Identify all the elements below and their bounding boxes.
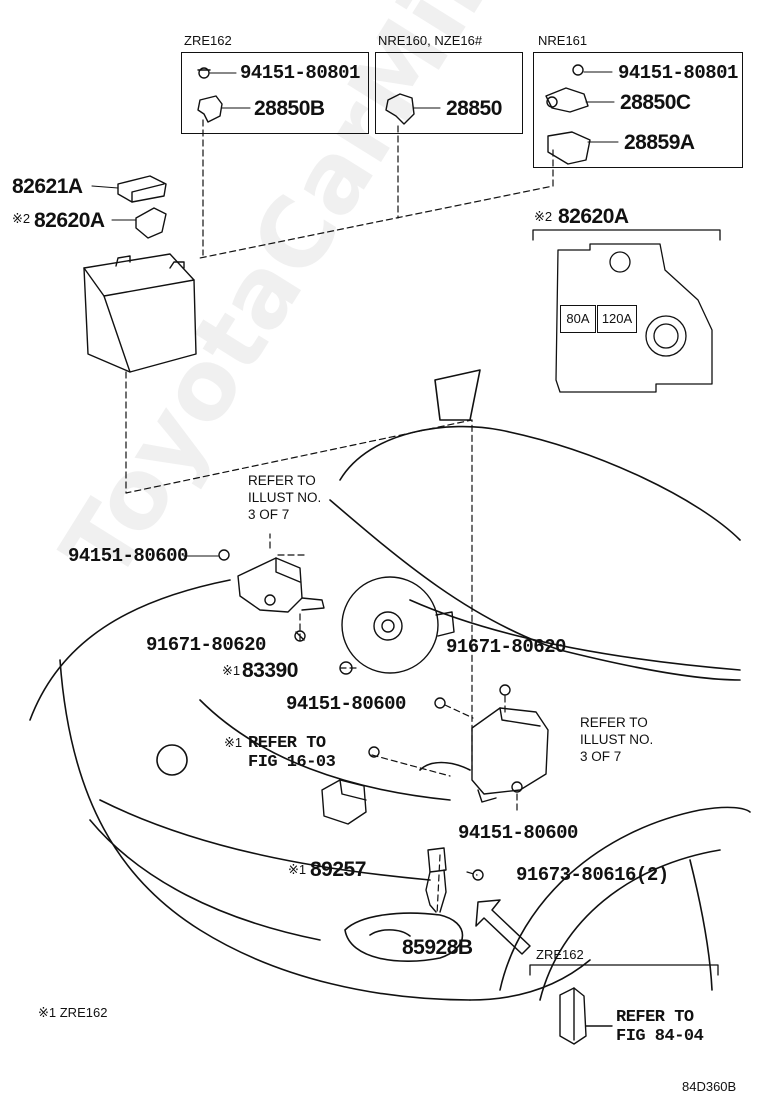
clip-28850B bbox=[197, 67, 223, 123]
fuse-block-mark: ※2 bbox=[534, 209, 553, 224]
refer-illust-right[interactable]: REFER TO ILLUST NO. 3 OF 7 bbox=[580, 715, 654, 764]
box3-label: NRE161 bbox=[538, 33, 588, 48]
fuse-80A: 80A bbox=[560, 305, 596, 333]
p7-mark: ※1 bbox=[288, 862, 307, 877]
variant-box-nre161 bbox=[533, 52, 743, 168]
part-82621A[interactable]: 82621A bbox=[12, 175, 83, 198]
fig16-mark: ※1 bbox=[224, 735, 243, 750]
variant-box-nre160 bbox=[375, 52, 523, 134]
actuator-upper bbox=[218, 549, 325, 642]
sensor-89257 bbox=[321, 746, 380, 825]
terminal-82621A bbox=[117, 175, 167, 203]
cover-28859A bbox=[547, 131, 591, 165]
part-p2[interactable]: 91671-80620 bbox=[146, 634, 266, 656]
clip-28850 bbox=[385, 93, 415, 125]
diagram-code: 84D360B bbox=[682, 1079, 737, 1094]
part-p3[interactable]: 83390 bbox=[242, 659, 298, 682]
fuse-block bbox=[555, 243, 713, 393]
part-94151-80801-b[interactable]: 94151-80801 bbox=[618, 62, 738, 84]
part-28850[interactable]: 28850 bbox=[446, 97, 502, 120]
part-p5[interactable]: 94151-80600 bbox=[286, 693, 406, 715]
part-p7[interactable]: 89257 bbox=[310, 858, 366, 881]
variant-box-zre162 bbox=[181, 52, 369, 134]
clip-28850C bbox=[545, 64, 589, 113]
part-28859A[interactable]: 28859A bbox=[624, 131, 695, 154]
part-94151-80801-a[interactable]: 94151-80801 bbox=[240, 62, 360, 84]
part-28850B[interactable]: 28850B bbox=[254, 97, 325, 120]
terminal-82620A bbox=[135, 207, 167, 239]
part-28850C[interactable]: 28850C bbox=[620, 91, 691, 114]
fuse-block-part[interactable]: 82620A bbox=[558, 205, 629, 228]
part-p4[interactable]: 91671-80620 bbox=[446, 636, 566, 658]
refer-illust-upper[interactable]: REFER TO ILLUST NO. 3 OF 7 bbox=[248, 473, 322, 522]
part-82620A[interactable]: 82620A bbox=[34, 209, 105, 232]
battery bbox=[83, 253, 197, 373]
battery-mark: ※2 bbox=[12, 211, 31, 226]
refer-fig-84-04[interactable]: REFER TO FIG 84-04 bbox=[616, 1008, 704, 1046]
box1-label: ZRE162 bbox=[184, 33, 232, 48]
brake-booster bbox=[339, 576, 455, 675]
actuator-lower bbox=[434, 684, 549, 803]
part-p9[interactable]: 85928B bbox=[402, 936, 473, 959]
footnote: ※1 ZRE162 bbox=[38, 1005, 108, 1020]
p3-mark: ※1 bbox=[222, 663, 241, 678]
harness-85928B bbox=[425, 847, 484, 913]
box2-label: NRE160, NZE16# bbox=[378, 33, 483, 48]
leader-lines bbox=[91, 71, 619, 557]
part-p1[interactable]: 94151-80600 bbox=[68, 545, 188, 567]
part-p8[interactable]: 91673-80616(2) bbox=[516, 864, 669, 886]
car-body bbox=[29, 369, 751, 1001]
dashed-leaders bbox=[125, 119, 554, 916]
refer-fig-16-03[interactable]: REFER TO FIG 16-03 bbox=[248, 734, 336, 772]
part-p6[interactable]: 94151-80600 bbox=[458, 822, 578, 844]
fuse-120A: 120A bbox=[597, 305, 637, 333]
inset-part bbox=[559, 987, 613, 1045]
view-arrow bbox=[475, 899, 531, 955]
inset-label: ZRE162 bbox=[536, 947, 584, 962]
